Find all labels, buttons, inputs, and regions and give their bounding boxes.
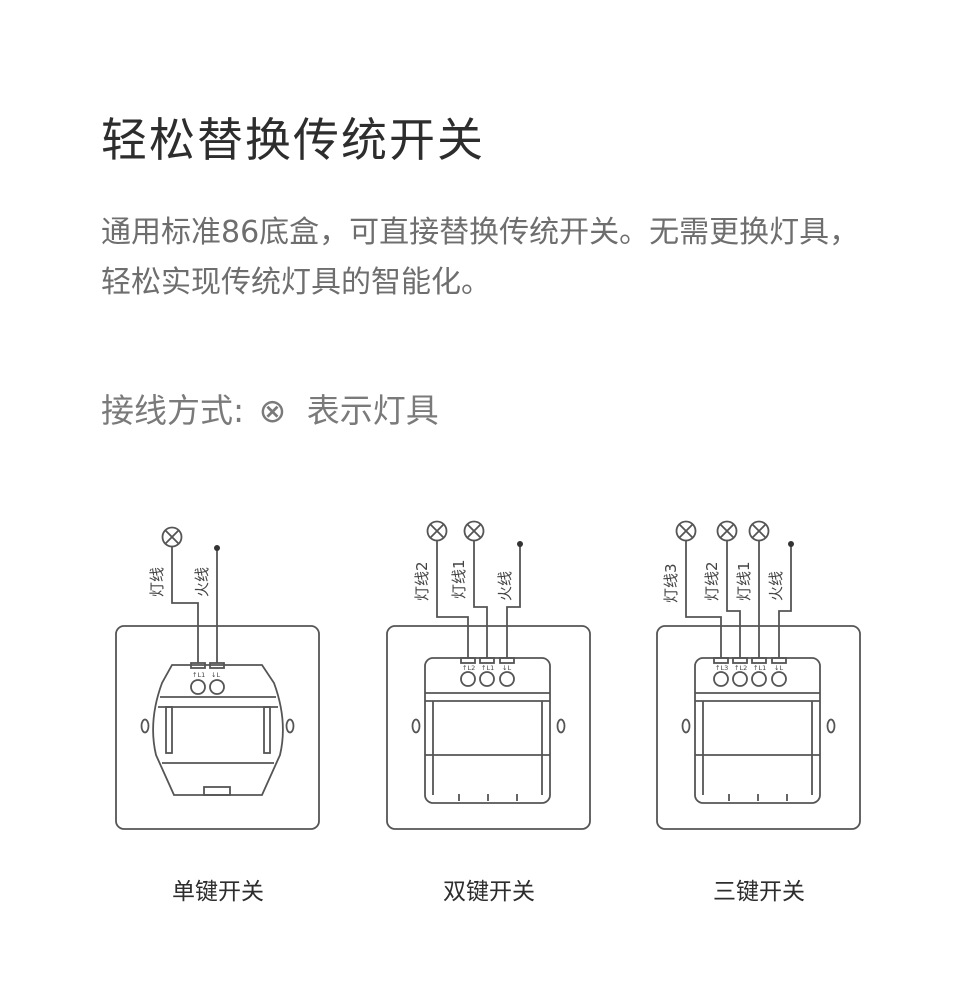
terminal-screw — [190, 679, 206, 695]
terminal-label: ↓L — [774, 664, 783, 672]
caption-triple-gang: 三键开关 — [713, 879, 805, 905]
terminal-screw — [751, 671, 767, 687]
lamp-icon — [426, 520, 448, 542]
live-wire — [778, 544, 792, 658]
lamp-wire — [685, 540, 722, 658]
live-wire — [506, 544, 521, 658]
live-wire-end — [517, 541, 523, 547]
switch-module — [424, 657, 551, 804]
wire-label: 火线 — [496, 571, 514, 601]
terminal-screw — [732, 671, 748, 687]
mounting-hole — [556, 718, 566, 734]
lamp-wire — [473, 540, 488, 658]
live-wire-end — [788, 541, 794, 547]
mounting-hole — [411, 718, 421, 734]
mounting-hole — [826, 718, 836, 734]
lamp-icon — [161, 526, 183, 548]
lamp-wire — [171, 546, 199, 663]
caption-single-gang: 单键开关 — [172, 879, 264, 905]
terminal-label: ↑L1 — [192, 671, 205, 679]
terminal-label: ↑L3 — [715, 664, 728, 672]
wire-label: 灯线3 — [662, 563, 680, 603]
description-line-2: 轻松实现传统灯具的智能化。 — [101, 265, 491, 300]
legend-prefix: 接线方式: — [101, 391, 245, 430]
wiring-legend: 接线方式: ⊗ 表示灯具 — [101, 384, 439, 432]
switch-module — [152, 664, 284, 796]
triple-gang-wiring-diagram: 灯线3 灯线2 灯线1 火线 ↑L3 ↑L2 ↑L1 ↓L — [656, 520, 861, 830]
lamp-icon — [748, 520, 770, 542]
live-wire-end — [214, 545, 220, 551]
mounting-hole — [140, 718, 150, 734]
terminal-label: ↓L — [502, 664, 511, 672]
lamp-icon — [716, 520, 738, 542]
wire-label: 火线 — [193, 567, 211, 597]
double-gang-wiring-diagram: 灯线2 灯线1 火线 ↑L2 ↑L1 ↓L — [386, 520, 591, 830]
wire-label: 灯线1 — [450, 559, 468, 599]
lamp-icon — [463, 520, 485, 542]
caption-double-gang: 双键开关 — [443, 879, 535, 905]
terminal-label: ↑L1 — [753, 664, 766, 672]
mounting-hole — [681, 718, 691, 734]
terminal-screw — [209, 679, 225, 695]
lamp-wire — [726, 540, 741, 658]
mounting-hole — [285, 718, 295, 734]
terminal-label: ↑L2 — [462, 664, 475, 672]
page-title: 轻松替换传统开关 — [101, 113, 485, 167]
switch-plate — [656, 625, 861, 830]
lamp-symbol-icon: ⊗ — [258, 391, 287, 430]
terminal-screw — [479, 671, 495, 687]
terminal-label: ↓L — [211, 671, 220, 679]
wire-label: 灯线 — [148, 567, 166, 597]
wire-label: 火线 — [767, 571, 785, 601]
description: 通用标准86底盒，可直接替换传统开关。无需更换灯具， 轻松实现传统灯具的智能化。 — [101, 208, 921, 308]
wire-label: 灯线2 — [413, 561, 431, 601]
legend-meaning: 表示灯具 — [306, 391, 439, 430]
wire-label: 灯线2 — [703, 561, 721, 601]
switch-plate — [386, 625, 591, 830]
single-gang-wiring-diagram: 灯线 火线 ↑L1 ↓L — [115, 526, 320, 830]
wire-label: 灯线1 — [735, 561, 753, 601]
terminal-screw — [771, 671, 787, 687]
terminal-screw — [499, 671, 515, 687]
lamp-wire — [436, 540, 469, 658]
terminal-label: ↑L2 — [734, 664, 747, 672]
lamp-icon — [675, 520, 697, 542]
terminal-screw — [713, 671, 729, 687]
terminal-screw — [460, 671, 476, 687]
terminal-label: ↑L1 — [481, 664, 494, 672]
switch-plate — [115, 625, 320, 830]
description-line-1: 通用标准86底盒，可直接替换传统开关。无需更换灯具， — [101, 215, 860, 250]
